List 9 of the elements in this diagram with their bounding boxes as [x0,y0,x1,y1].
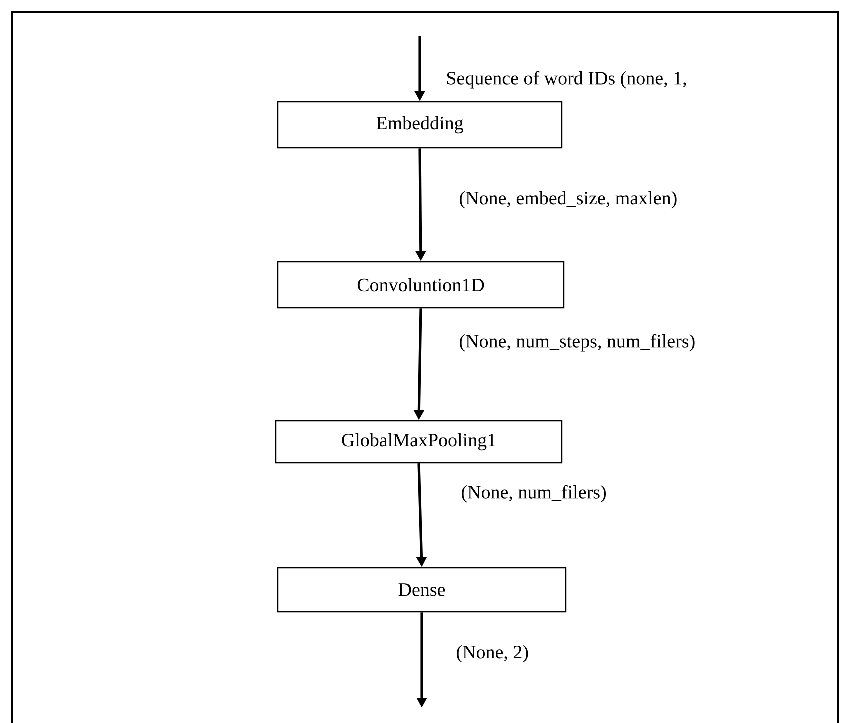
edge-label: (None, num_steps, num_filers) [460,334,695,352]
layer-box: Embedding [277,101,563,149]
edge-label: (None, embed_size, maxlen) [460,191,677,209]
layer-box: Dense [277,567,567,613]
edge-label: (None, 2) [457,645,528,663]
edge-label: Sequence of word IDs (none, 1, [447,71,686,89]
edge-label: (None, num_filers) [462,485,606,503]
layer-box: Convoluntion1D [277,261,565,309]
layer-box: GlobalMaxPooling1 [275,420,563,464]
